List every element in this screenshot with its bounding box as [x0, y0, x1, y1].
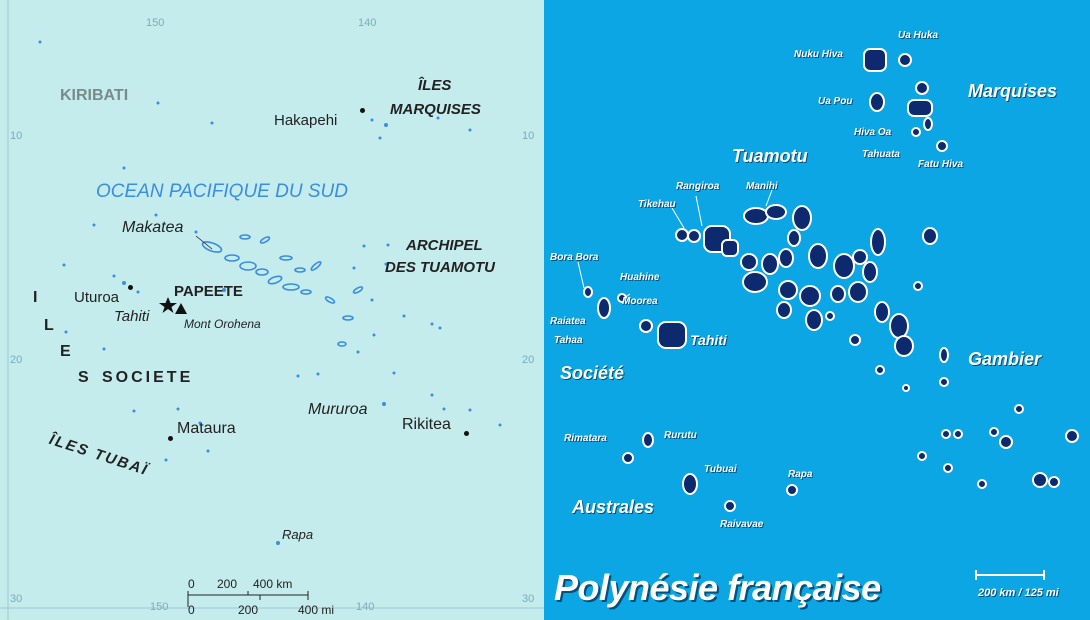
right-scale-label: 200 km / 125 mi: [978, 587, 1059, 599]
uturoa-label: Uturoa: [74, 289, 120, 306]
societe-word: SOCIETE: [102, 369, 194, 386]
lat-tick-20-left: 20: [10, 354, 23, 366]
island-ua-pou: Ua Pou: [818, 96, 853, 107]
lat-tick-20-right: 20: [522, 354, 535, 366]
map-title: Polynésie française: [554, 567, 881, 608]
region-marquises: Marquises: [968, 81, 1058, 101]
societe-letter-s: S: [78, 369, 89, 386]
tuamotu-label-line2: DES TUAMOTU: [385, 259, 495, 276]
lat-tick-30-left: 30: [10, 593, 23, 605]
right-map[interactable]: Marquises Tuamotu Société Gambier Austra…: [544, 0, 1090, 620]
marquises-label-line2: MARQUISES: [390, 101, 481, 118]
societe-letter-e: E: [60, 343, 71, 360]
island-rimatara: Rimatara: [564, 433, 607, 444]
makatea-label: Makatea: [122, 219, 184, 236]
left-map-islands: [0, 0, 544, 620]
rikitea-label: Rikitea: [402, 416, 451, 433]
island-ua-huka: Ua Huka: [898, 30, 939, 41]
island-tikehau: Tikehau: [638, 199, 676, 210]
scale-mi-400: 400 mi: [298, 603, 335, 617]
scale-km-400: 400 km: [253, 577, 293, 591]
lat-tick-30-right: 30: [522, 593, 535, 605]
island-nuku-hiva: Nuku Hiva: [794, 49, 843, 60]
island-rapa: Rapa: [788, 469, 813, 480]
island-raiatea: Raiatea: [550, 316, 586, 327]
tuamotu-label-line1: ARCHIPEL: [406, 237, 483, 254]
lat-tick-10-left: 10: [10, 130, 23, 142]
region-societe: Société: [560, 363, 625, 383]
scale-mi-0: 0: [188, 603, 195, 617]
island-tahaa: Tahaa: [554, 335, 583, 346]
lon-tick-150-bottom: 150: [150, 601, 169, 613]
island-raivavae: Raivavae: [720, 519, 764, 530]
island-hiva-oa: Hiva Oa: [854, 127, 892, 138]
region-australes: Australes: [572, 497, 655, 517]
scale-mi-200: 200: [238, 603, 259, 617]
hakapehi-dot: [360, 108, 365, 113]
island-moorea: Moorea: [622, 296, 658, 307]
island-fatu-hiva: Fatu Hiva: [918, 159, 964, 170]
hakapehi-label: Hakapehi: [274, 112, 338, 129]
mururoa-label: Mururoa: [308, 401, 368, 418]
societe-letter-l: L: [44, 317, 54, 334]
island-rangiroa: Rangiroa: [676, 181, 720, 192]
island-manihi: Manihi: [746, 181, 778, 192]
tahiti-label: Tahiti: [114, 308, 150, 325]
mataura-label: Mataura: [177, 420, 236, 437]
mataura-dot: [168, 436, 173, 441]
right-map-islands: [577, 48, 1079, 580]
kiribati-label: KIRIBATI: [60, 87, 129, 104]
lat-tick-10-right: 10: [522, 130, 535, 142]
societe-letter-i: I: [33, 289, 38, 306]
island-huahine: Huahine: [620, 272, 660, 283]
mont-orohena-label: Mont Orohena: [184, 317, 261, 331]
rikitea-dot: [464, 431, 469, 436]
ocean-label: OCEAN PACIFIQUE DU SUD: [96, 181, 348, 202]
region-gambier: Gambier: [968, 349, 1042, 369]
island-rurutu: Rurutu: [664, 430, 697, 441]
papeete-label: PAPEETE: [174, 283, 243, 300]
scale-km-200: 200: [217, 577, 238, 591]
island-tahiti: Tahiti: [690, 332, 727, 348]
island-tahuata: Tahuata: [862, 149, 900, 160]
island-tubuai: Tubuai: [704, 464, 737, 475]
marquises-label-line1: ÎLES: [418, 77, 452, 94]
lon-tick-140-bottom: 140: [356, 601, 375, 613]
lon-tick-150-top: 150: [146, 17, 165, 29]
rapa-label: Rapa: [282, 527, 314, 542]
scale-km-0: 0: [188, 577, 195, 591]
island-bora-bora: Bora Bora: [550, 252, 599, 263]
left-map[interactable]: 150 140 150 140 10 20 30 10 20 30 KIRIBA…: [0, 0, 544, 620]
lon-tick-140-top: 140: [358, 17, 377, 29]
uturoa-dot: [128, 285, 133, 290]
region-tuamotu: Tuamotu: [732, 146, 808, 166]
